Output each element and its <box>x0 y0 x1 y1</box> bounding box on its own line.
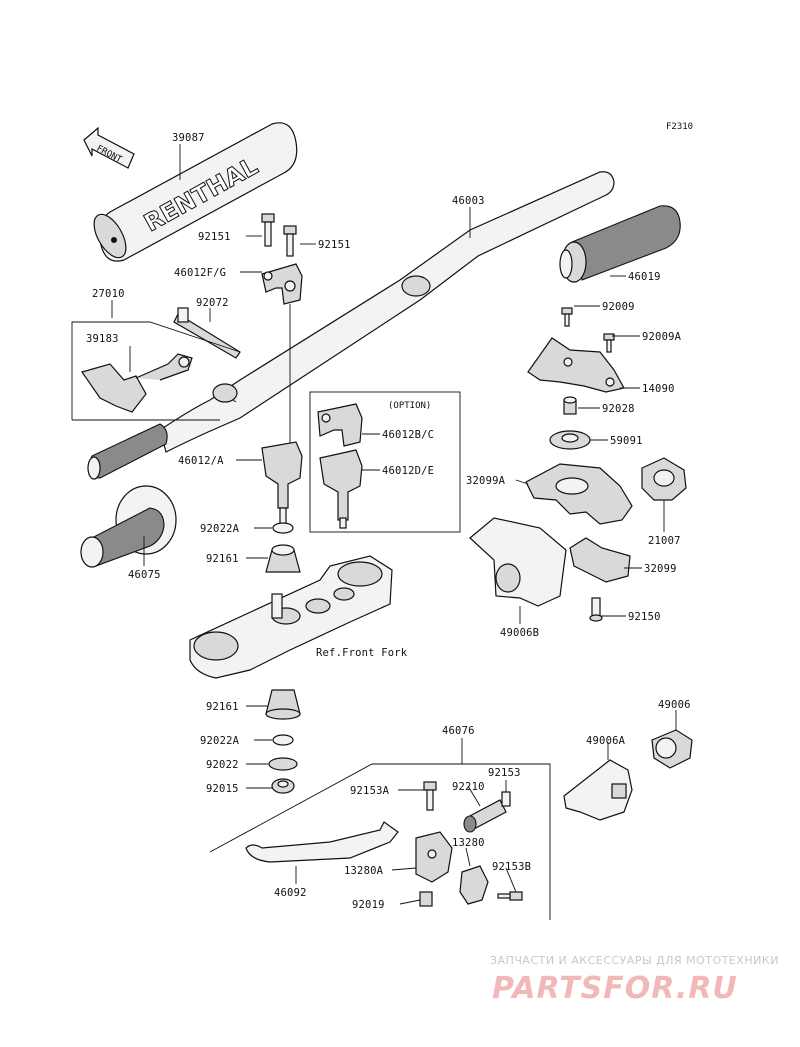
label-13280a: 13280A <box>344 865 384 877</box>
damper-92161-top <box>265 544 301 573</box>
grip-46075 <box>80 485 177 568</box>
wire-band-92072 <box>173 307 241 359</box>
label-92153b: 92153B <box>492 861 531 873</box>
upper-triple-clamp <box>189 555 393 679</box>
label-27010: 27010 <box>92 288 125 300</box>
clamp-46012fg <box>261 263 303 305</box>
label-59091: 59091 <box>610 435 643 447</box>
holder-46012bc <box>317 403 363 447</box>
housing-32099a <box>525 463 633 525</box>
label-92153a: 92153A <box>350 785 390 797</box>
label-92028: 92028 <box>602 403 635 415</box>
washer-92022a-top <box>272 522 294 534</box>
collar-92028 <box>563 396 577 415</box>
holder-46012a <box>261 441 303 527</box>
label-46019: 46019 <box>628 271 661 283</box>
label-92015: 92015 <box>206 783 239 795</box>
seal-59091 <box>549 430 591 450</box>
label-49006b: 49006B <box>500 627 539 639</box>
adjuster-92210 <box>463 799 507 833</box>
lever-46092 <box>245 821 399 863</box>
lever-holder-13280a <box>415 831 453 883</box>
bolt-92153 <box>501 791 511 807</box>
ref-front-fork-label: Ref.Front Fork <box>316 647 408 659</box>
nut-92015 <box>271 778 295 794</box>
option-box <box>309 391 461 533</box>
damper-92161-bottom <box>265 689 301 720</box>
label-32099a: 32099A <box>466 475 506 487</box>
label-92019: 92019 <box>352 899 385 911</box>
bolt-92151-right <box>283 225 297 257</box>
label-92022a-top: 92022A <box>200 523 240 535</box>
screw-92009a <box>603 333 615 353</box>
label-92153: 92153 <box>488 767 521 779</box>
washer-92022a-bottom <box>272 734 294 746</box>
holder-46012de <box>319 449 363 529</box>
label-92161-bottom: 92161 <box>206 701 239 713</box>
label-92161-top: 92161 <box>206 553 239 565</box>
label-46012de: 46012D/E <box>382 465 434 477</box>
front-arrow-icon: FRONT <box>83 126 135 169</box>
label-46003: 46003 <box>452 195 485 207</box>
housing-32099 <box>569 537 631 583</box>
clamp-13280 <box>459 865 489 905</box>
label-49006: 49006 <box>658 699 691 711</box>
option-label: (OPTION) <box>388 401 431 411</box>
label-92022: 92022 <box>206 759 239 771</box>
guide-49006 <box>651 729 693 769</box>
label-92072: 92072 <box>196 297 229 309</box>
label-46075: 46075 <box>128 569 161 581</box>
bolt-92153a <box>423 781 437 811</box>
label-92150: 92150 <box>628 611 661 623</box>
throttle-tube-49006b <box>469 517 567 607</box>
label-39087: 39087 <box>172 132 205 144</box>
label-13280: 13280 <box>452 837 485 849</box>
wiring-switch-39183 <box>81 353 193 413</box>
label-14090: 14090 <box>642 383 675 395</box>
label-46012bc: 46012B/C <box>382 429 434 441</box>
left-grip-installed <box>87 423 168 480</box>
label-92009: 92009 <box>602 301 635 313</box>
grip-46019 <box>559 205 681 283</box>
screw-92009 <box>561 307 573 327</box>
label-92151-right: 92151 <box>318 239 351 251</box>
figure-code: F2310 <box>666 122 693 132</box>
label-21007: 21007 <box>648 535 681 547</box>
label-92151-left: 92151 <box>198 231 231 243</box>
label-46012fg: 46012F/G <box>174 267 226 279</box>
handlebar <box>159 171 615 453</box>
label-92210: 92210 <box>452 781 485 793</box>
watermark-site: PARTSFOR.RU <box>492 971 738 1006</box>
bolt-92151-left <box>261 213 275 247</box>
assembly-bracket-46076 <box>209 763 551 920</box>
guide-21007 <box>641 457 687 501</box>
nut-92019 <box>419 891 433 907</box>
label-92022a-bottom: 92022A <box>200 735 240 747</box>
bolt-92153b <box>497 891 523 901</box>
label-92009a: 92009A <box>642 331 682 343</box>
screw-92150 <box>589 597 603 622</box>
label-46012a: 46012/A <box>178 455 224 467</box>
washer-92022 <box>268 757 298 771</box>
housing-49006a <box>563 759 633 821</box>
label-46092: 46092 <box>274 887 307 899</box>
label-39183: 39183 <box>86 333 119 345</box>
label-32099: 32099 <box>644 563 677 575</box>
label-46076: 46076 <box>442 725 475 737</box>
label-49006a: 49006A <box>586 735 626 747</box>
watermark-caption: ЗАПЧАСТИ И АКСЕССУАРЫ ДЛЯ МОТОТЕХНИКИ <box>490 954 779 967</box>
